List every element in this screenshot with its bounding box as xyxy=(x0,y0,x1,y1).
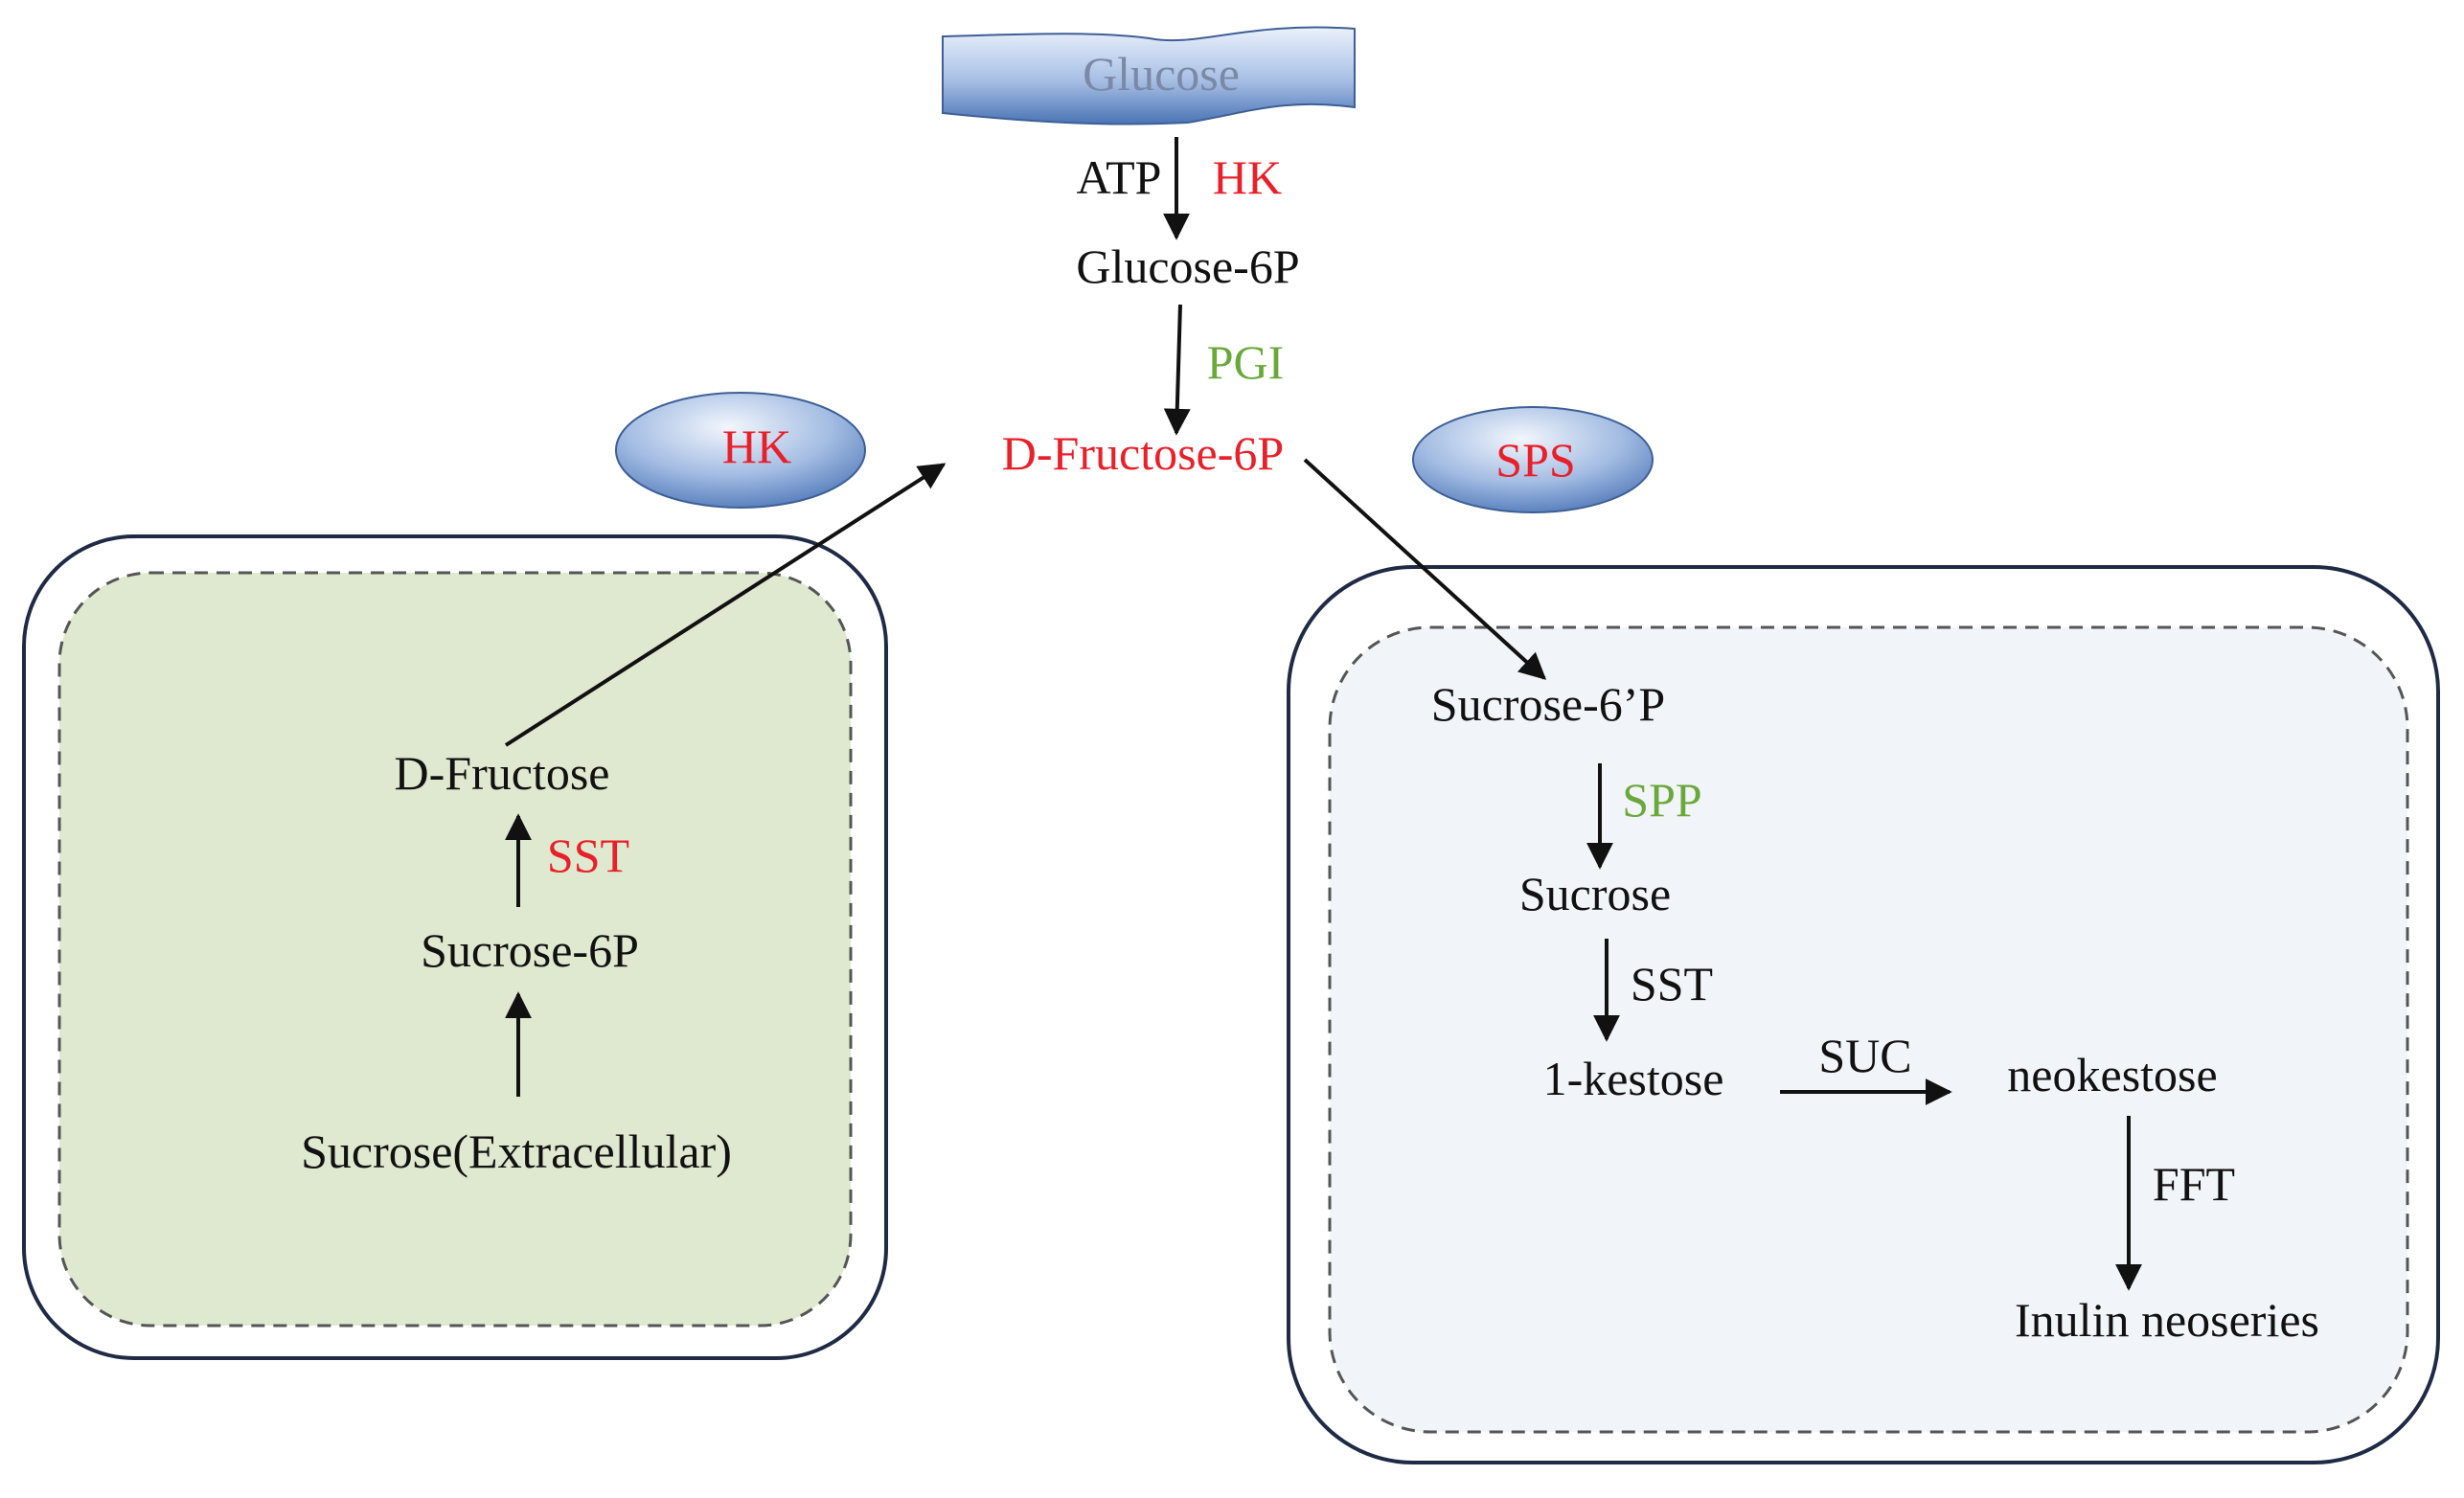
suc-enzyme-label: SUC xyxy=(1818,1029,1912,1082)
d-fructose-label: D-Fructose xyxy=(394,746,610,800)
sps-oval-shape xyxy=(1412,406,1654,513)
atp-label: ATP xyxy=(1076,150,1162,204)
left-cell-inner-compartment xyxy=(57,571,853,1328)
hk-oval-shape xyxy=(615,392,866,509)
arrow-fructose6p-to-sucrose6p-prime xyxy=(1303,458,1547,680)
d-fructose-6p-label: D-Fructose-6P xyxy=(1001,426,1285,480)
glucose-banner-shape xyxy=(942,26,1356,125)
inulin-neoseries-label: Inulin neoseries xyxy=(2015,1293,2319,1347)
pgi-enzyme-label: PGI xyxy=(1206,335,1285,389)
hk-oval-label: HK xyxy=(721,420,792,473)
arrow-glucose6p-to-fructose6p xyxy=(1163,304,1191,436)
neokestose-label: neokestose xyxy=(2007,1048,2218,1101)
sps-oval-label: SPS xyxy=(1495,433,1576,487)
spp-enzyme-label: SPP xyxy=(1622,773,1702,827)
kestose-label: 1-kestose xyxy=(1542,1052,1724,1105)
glucose-label: Glucose xyxy=(1083,47,1240,101)
sucrose-6p-label: Sucrose-6P xyxy=(421,923,639,977)
arrows xyxy=(504,137,2142,1291)
glucose-6p-label: Glucose-6P xyxy=(1076,239,1300,293)
left-sst-enzyme-label: SST xyxy=(546,828,630,882)
arrow-dfructose-to-fructose6p xyxy=(504,463,947,747)
right-sst-enzyme-label: SST xyxy=(1630,957,1714,1010)
left-cell xyxy=(22,534,888,1360)
sucrose-label: Sucrose xyxy=(1518,867,1672,920)
hk-enzyme-label: HK xyxy=(1212,150,1283,204)
sucrose-6p-prime-label: Sucrose-6’P xyxy=(1430,677,1666,731)
fft-enzyme-label: FFT xyxy=(2152,1157,2236,1211)
sucrose-extracellular-label: Sucrose(Extracellular) xyxy=(301,1124,732,1178)
